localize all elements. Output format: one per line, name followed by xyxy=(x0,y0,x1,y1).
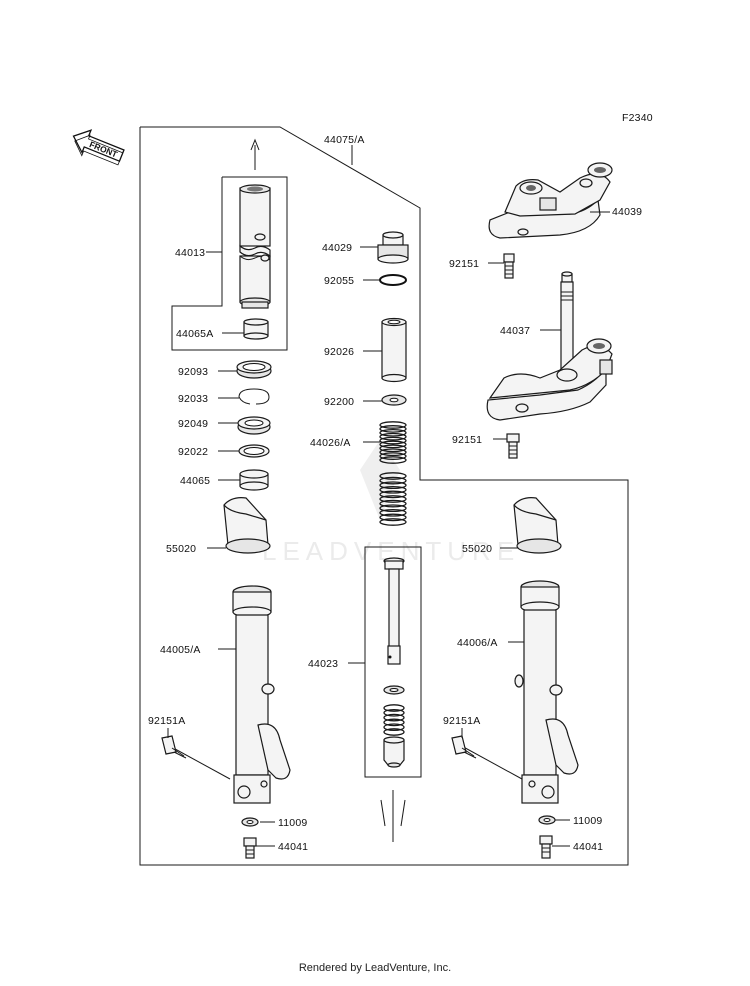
spring-coil xyxy=(379,504,407,513)
label-92055: 92055 xyxy=(324,275,354,287)
bolt-mid-92151 xyxy=(506,433,520,459)
inner-tube-44013 xyxy=(239,184,271,309)
spring-coil xyxy=(379,490,407,499)
circlip-92033 xyxy=(238,388,270,405)
label-44065a: 44065A xyxy=(176,328,213,340)
spring-coil xyxy=(379,440,407,449)
upper-bracket-44039 xyxy=(488,162,613,239)
label-92200: 92200 xyxy=(324,396,354,408)
spring-coil xyxy=(383,723,405,732)
spring-coil xyxy=(383,718,405,727)
leader-lines xyxy=(167,145,610,847)
label-92022: 92022 xyxy=(178,446,208,458)
spring-coil xyxy=(379,444,407,453)
oil-seal-92049 xyxy=(237,416,271,435)
spring-coil xyxy=(379,456,407,464)
bolt-left-44041 xyxy=(243,837,257,859)
spring-coil xyxy=(379,425,407,433)
bolt-right-44041 xyxy=(539,835,553,859)
spring-coil xyxy=(383,728,405,736)
label-44029: 44029 xyxy=(322,242,352,254)
label-92151-top: 92151 xyxy=(449,258,479,270)
watermark: LEADVENTURE xyxy=(262,440,514,566)
bolt-right-92151a xyxy=(451,735,523,780)
label-92151a-right: 92151A xyxy=(443,715,480,727)
steering-stem-44037 xyxy=(486,271,613,421)
bushing-44065a xyxy=(243,318,269,340)
front-arrow-icon: FRONT xyxy=(72,129,125,166)
damper-group-frame xyxy=(364,546,422,778)
label-55020-left: 55020 xyxy=(166,543,196,555)
label-44006a: 44006/A xyxy=(457,637,498,649)
label-92033: 92033 xyxy=(178,393,208,405)
outer-tube-left-44005a xyxy=(232,585,291,804)
spring-coil xyxy=(379,448,407,457)
label-44041-left: 44041 xyxy=(278,841,308,853)
bolt-left-92151a xyxy=(161,735,231,780)
spring-coil xyxy=(379,436,407,445)
spring-coil xyxy=(379,481,407,490)
spring-coil xyxy=(379,513,407,522)
spring-coil xyxy=(379,508,407,517)
spring-coil xyxy=(379,432,407,441)
cap-bolt-44029 xyxy=(377,231,409,264)
label-44065: 44065 xyxy=(180,475,210,487)
bushing-44065 xyxy=(239,469,269,491)
diagram-code: F2340 xyxy=(622,112,653,124)
label-92049: 92049 xyxy=(178,418,208,430)
outer-tube-right-44006a xyxy=(514,580,579,804)
label-44041-right: 44041 xyxy=(573,841,603,853)
label-44013: 44013 xyxy=(175,247,205,259)
label-11009-left: 11009 xyxy=(278,817,307,829)
label-11009-right: 11009 xyxy=(573,815,602,827)
damper-rod-44023 xyxy=(383,557,405,768)
washer-left-11009 xyxy=(241,817,259,827)
spring-coil xyxy=(383,713,405,722)
label-92026: 92026 xyxy=(324,346,354,358)
spring-coil xyxy=(383,704,405,712)
spring-coil xyxy=(379,499,407,508)
label-92151-mid: 92151 xyxy=(452,434,482,446)
footer-credit: Rendered by LeadVenture, Inc. xyxy=(298,962,452,974)
spring-coil xyxy=(379,428,407,437)
washer-92200 xyxy=(381,394,407,406)
spring-coil xyxy=(379,476,407,485)
label-44039: 44039 xyxy=(612,206,642,218)
spring-coil xyxy=(379,518,407,526)
bolt-top-92151 xyxy=(503,253,515,279)
spring-coil xyxy=(379,495,407,503)
part-labels: 44075/A 44013 44065A 92093 92033 92049 9… xyxy=(148,134,642,853)
fork-guard-left-55020 xyxy=(223,497,271,554)
label-44023: 44023 xyxy=(308,658,338,670)
washer-right-11009 xyxy=(538,815,556,825)
spring-coil xyxy=(379,421,407,429)
spacer-92026 xyxy=(381,317,407,383)
dust-seal-92093 xyxy=(236,360,272,379)
spring-coil xyxy=(383,708,405,717)
spring-coil xyxy=(379,485,407,494)
assembly-frame xyxy=(139,126,629,866)
washer-92022 xyxy=(238,444,270,458)
label-44026a: 44026/A xyxy=(310,437,351,449)
label-44037: 44037 xyxy=(500,325,530,337)
fork-tube-group-frame xyxy=(171,176,288,351)
label-92093: 92093 xyxy=(178,366,208,378)
spring-44026a xyxy=(379,421,407,526)
label-55020-right: 55020 xyxy=(462,543,492,555)
o-ring-92055 xyxy=(379,274,407,286)
fork-guard-right-55020 xyxy=(513,497,562,554)
label-44075a: 44075/A xyxy=(324,134,365,146)
label-92151a-left: 92151A xyxy=(148,715,185,727)
spring-coil xyxy=(379,452,407,460)
spring-coil xyxy=(379,472,407,480)
label-44005a: 44005/A xyxy=(160,644,201,656)
